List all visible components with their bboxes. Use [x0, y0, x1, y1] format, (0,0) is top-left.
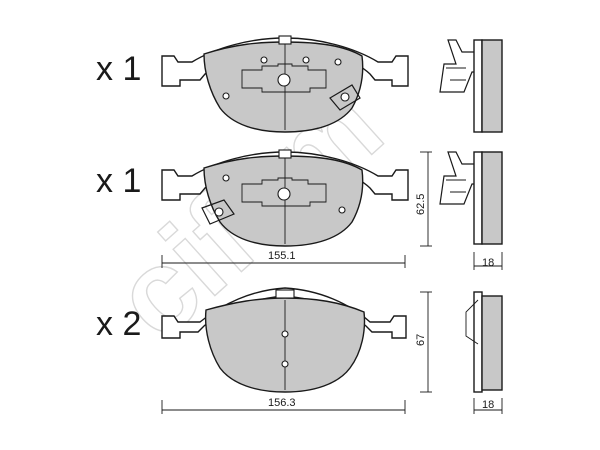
row-2-pad-front-view	[161, 149, 409, 247]
row-1-quantity: x 1	[96, 50, 141, 88]
row-3-top-clip	[275, 289, 295, 299]
row-1-friction-material	[203, 41, 364, 133]
row-1-pad-side-view	[439, 39, 503, 133]
row-3-upper-hole	[281, 330, 289, 338]
row-1-spring-clip	[439, 39, 474, 93]
row-1-wear-sensor	[329, 84, 361, 111]
row-2-pad-side-view	[439, 151, 503, 245]
row-2-height-dimension: 62.5	[415, 151, 432, 247]
row-3-width-label: 156.3	[268, 397, 296, 409]
row-2-width-label: 155.1	[268, 250, 296, 262]
row-3-width-dimension: 156.3	[161, 397, 406, 414]
row-1-shim-outline	[241, 63, 327, 93]
row-1-side-friction	[481, 39, 503, 133]
row-2-shim-outline	[241, 177, 327, 207]
row-2-quantity: x 1	[96, 162, 141, 200]
row-3-side-clip	[465, 299, 479, 345]
row-3-quantity: x 2	[96, 305, 141, 343]
row-1-top-clip	[278, 35, 292, 45]
row-3-height-dimension: 67	[415, 291, 432, 393]
row-2-side-backing	[473, 151, 483, 245]
row-2-right-hole	[338, 206, 346, 214]
row-3-thickness-label: 18	[482, 399, 494, 411]
row-1-pad-front-view	[161, 35, 409, 133]
row-3-thickness-dimension: 18	[473, 398, 503, 414]
row-1-top-right-hole	[302, 56, 310, 64]
row-2-center-hole	[277, 187, 291, 201]
row-1-side-backing	[473, 39, 483, 133]
row-2-top-clip	[278, 149, 292, 159]
row-3-lower-hole	[281, 360, 289, 368]
row-3-side-friction	[481, 295, 503, 391]
row-3-pad-side-view	[465, 291, 503, 393]
row-2-thickness-label: 18	[482, 257, 494, 269]
row-2-left-hole	[222, 174, 230, 182]
row-2-spring-clip	[439, 151, 474, 205]
row-2-thickness-dimension: 18	[473, 252, 503, 270]
row-1-center-hole	[277, 73, 291, 87]
row-2-side-friction	[481, 151, 503, 245]
row-1-right-hole	[334, 58, 342, 66]
row-2-wear-sensor	[201, 199, 235, 225]
row-3-height-label: 67	[415, 334, 427, 346]
row-2-width-dimension: 155.1	[161, 250, 406, 268]
row-1-top-left-hole	[260, 56, 268, 64]
row-3-pad-front-view	[161, 287, 407, 393]
row-2-height-label: 62.5	[415, 194, 427, 215]
row-1-left-hole	[222, 92, 230, 100]
